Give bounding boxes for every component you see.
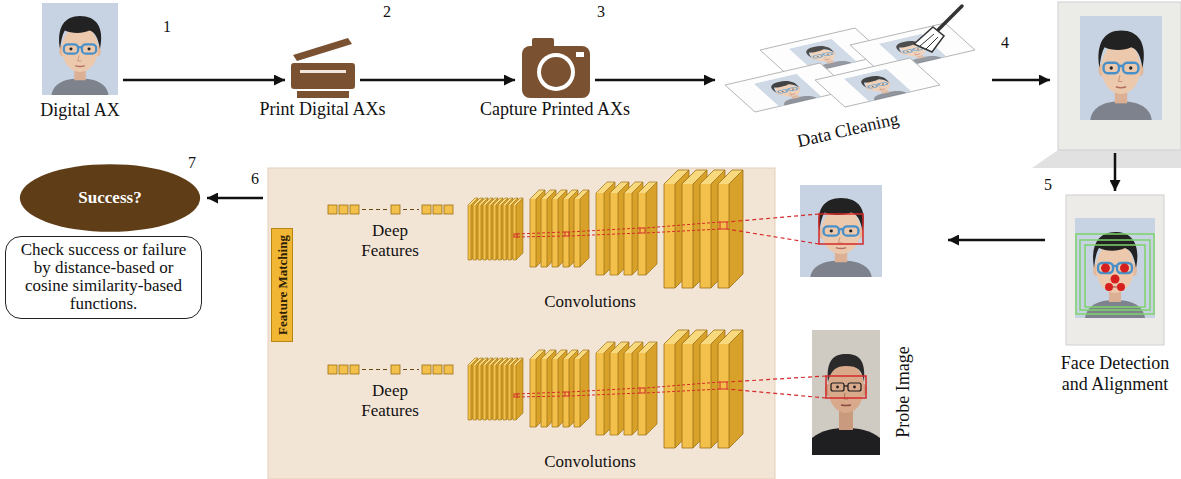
node-text: Convolutions	[544, 292, 636, 312]
image-caption: Probe Image	[893, 346, 914, 437]
node-text: Check success or failure by distance-bas…	[13, 241, 194, 313]
cnn-row	[328, 330, 743, 448]
flow-arrow	[360, 79, 515, 82]
input-face-image	[42, 3, 118, 95]
flow-arrow	[948, 239, 1045, 242]
feature-extraction-panel: Deep FeaturesConvolutionsDeep FeaturesCo…	[268, 168, 775, 479]
node-text: Convolutions	[544, 452, 636, 472]
feature-matching-box: Feature Matching	[271, 228, 293, 342]
callout-number: 4	[1001, 34, 1009, 52]
flow-arrow	[123, 79, 285, 82]
flow-arrow	[1114, 153, 1117, 191]
node-text: Print Digital AXs	[259, 99, 385, 120]
printer-icon	[291, 38, 355, 98]
callout-number: 5	[1044, 176, 1052, 194]
callout-number: 2	[383, 3, 391, 21]
node-text: Digital AX	[40, 100, 120, 121]
node-text: Capture Printed AXs	[480, 99, 630, 120]
note-box: Check success or failure by distance-bas…	[5, 236, 202, 319]
aligned-face-image	[1066, 195, 1164, 345]
callout-number: 6	[251, 170, 259, 188]
node-text: Deep Features	[348, 221, 432, 260]
decision-ellipse: Success?	[18, 162, 202, 234]
callout-number: 3	[597, 3, 605, 21]
camera-step: Capture Printed AXs	[520, 38, 590, 98]
node-text: Feature Matching	[276, 235, 289, 335]
callout-number: 7	[188, 154, 196, 172]
cnn-row	[328, 170, 743, 288]
flow-arrow	[992, 79, 1050, 82]
gallery-face	[727, 185, 882, 277]
node-text: Face Detection and Alignment	[1053, 353, 1177, 394]
node-text: Success?	[18, 188, 202, 208]
photo-pile	[725, 23, 975, 112]
flow-arrow	[207, 197, 263, 200]
panel-ground	[268, 168, 775, 479]
camera-icon	[522, 38, 590, 98]
brush-icon	[914, 6, 962, 52]
probe-face	[727, 330, 880, 455]
flow-arrow	[595, 79, 715, 82]
cleaned-photo	[1032, 2, 1181, 168]
data-cleaning-step: Data Cleaning	[720, 22, 978, 117]
node-text: Deep Features	[348, 381, 432, 420]
node-text: Data Cleaning	[795, 108, 900, 151]
input-image-step: Digital AX	[42, 3, 118, 95]
printer-step: Print Digital AXs	[290, 38, 355, 98]
face-detection-step: Face Detection and Alignment	[1066, 195, 1164, 345]
callout-number: 1	[163, 18, 171, 36]
